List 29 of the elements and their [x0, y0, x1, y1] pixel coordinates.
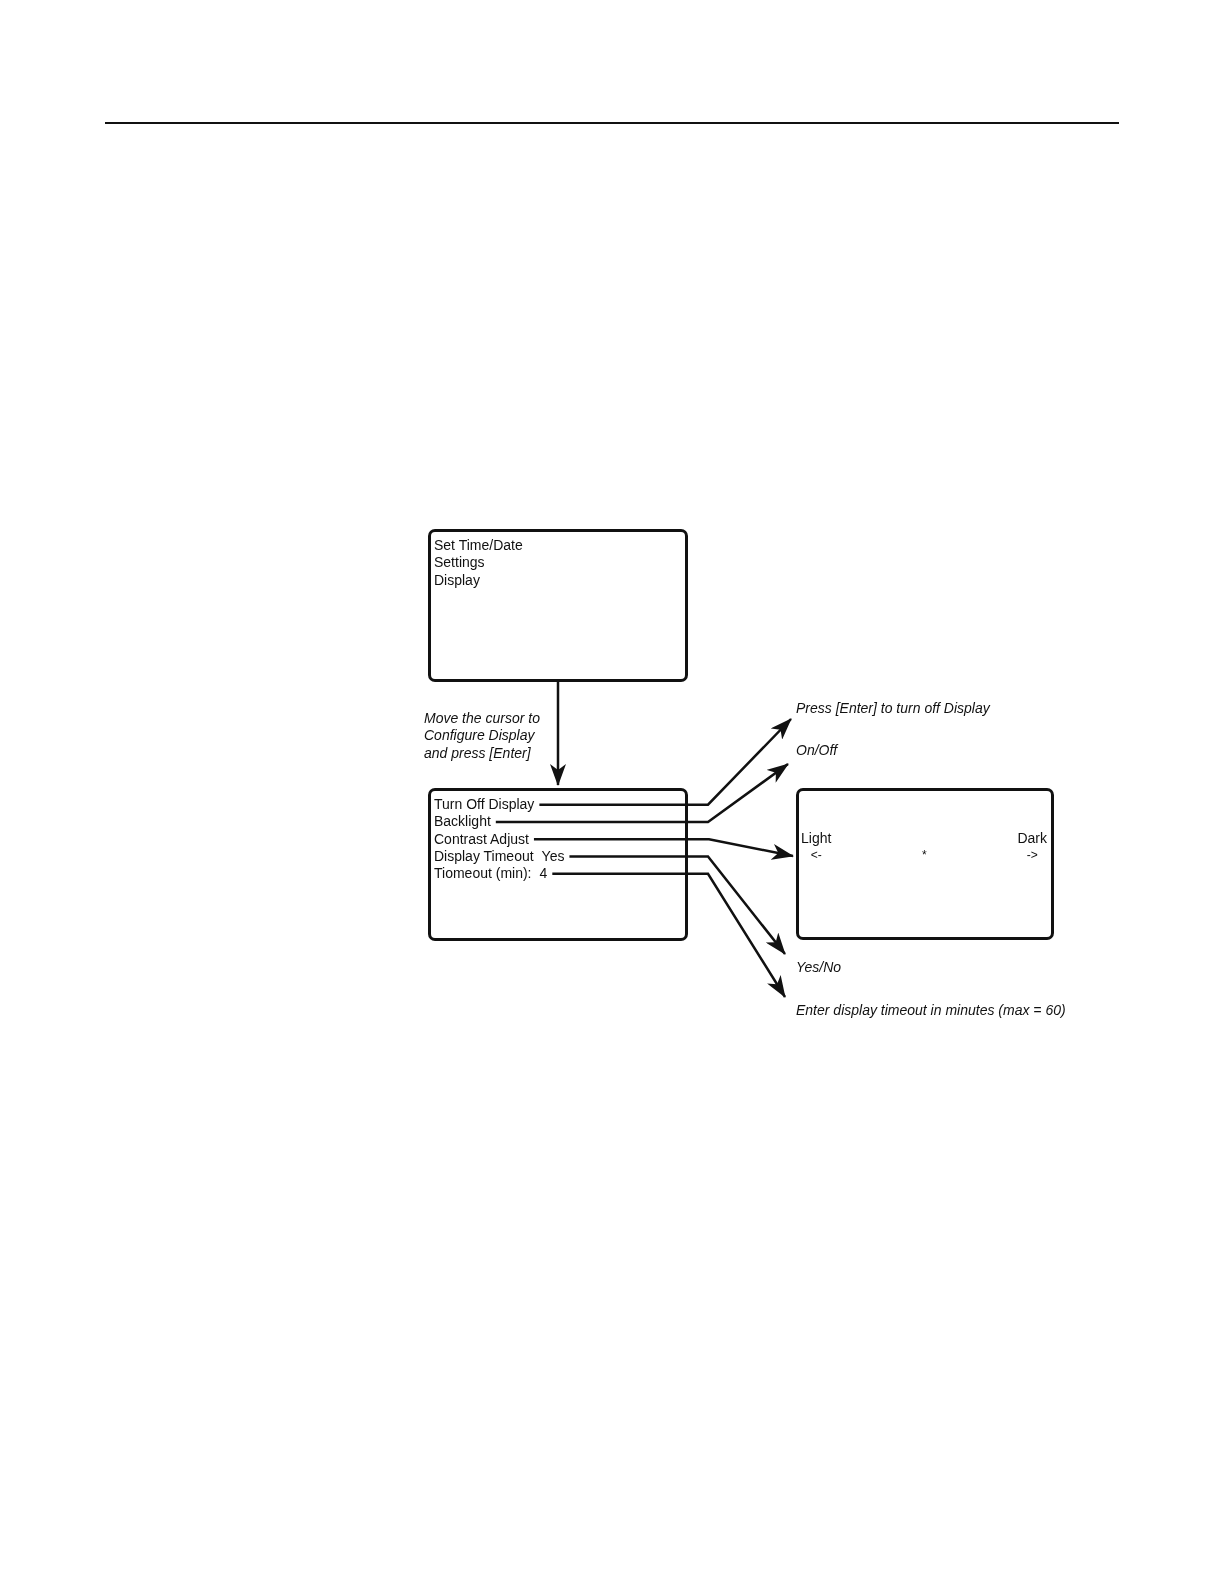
menu-item: Set Time/Date — [434, 537, 523, 555]
arrow — [495, 763, 789, 824]
menu-item: Backlight — [434, 813, 491, 831]
arrow — [539, 718, 792, 806]
menu-item: Tiomeout (min): — [434, 865, 532, 883]
direction-hint: -> — [1026, 847, 1038, 865]
prompt-text: On/Off — [796, 742, 838, 759]
menu-item: Settings — [434, 554, 485, 572]
menu-item: Turn Off Display — [434, 796, 535, 814]
display-screen — [428, 529, 688, 682]
setting-value: Yes — [541, 847, 565, 866]
edge-label: Move the cursor to Configure Display and press [Enter] — [424, 710, 541, 762]
prompt-text: Yes/No — [796, 959, 842, 976]
setting-value: 4 — [539, 865, 548, 883]
menu-item: Contrast Adjust — [434, 830, 529, 848]
prompt-text: Press [Enter] to turn off Display — [796, 700, 990, 717]
arrow — [533, 838, 794, 860]
menu-item: Display Timeout — [434, 847, 534, 866]
direction-hint: <- — [810, 847, 822, 865]
display-screen — [796, 788, 1054, 940]
menu-item: Display — [434, 571, 480, 589]
position-marker: * — [922, 847, 927, 865]
arrow — [569, 855, 786, 955]
prompt-text: Enter display timeout in minutes (max = 60) — [796, 1002, 1066, 1019]
scale-end-label: Dark — [1017, 830, 1047, 848]
arrow — [552, 872, 787, 998]
arrow — [550, 682, 566, 786]
display-screen — [428, 788, 688, 941]
scale-end-label: Light — [801, 830, 832, 848]
